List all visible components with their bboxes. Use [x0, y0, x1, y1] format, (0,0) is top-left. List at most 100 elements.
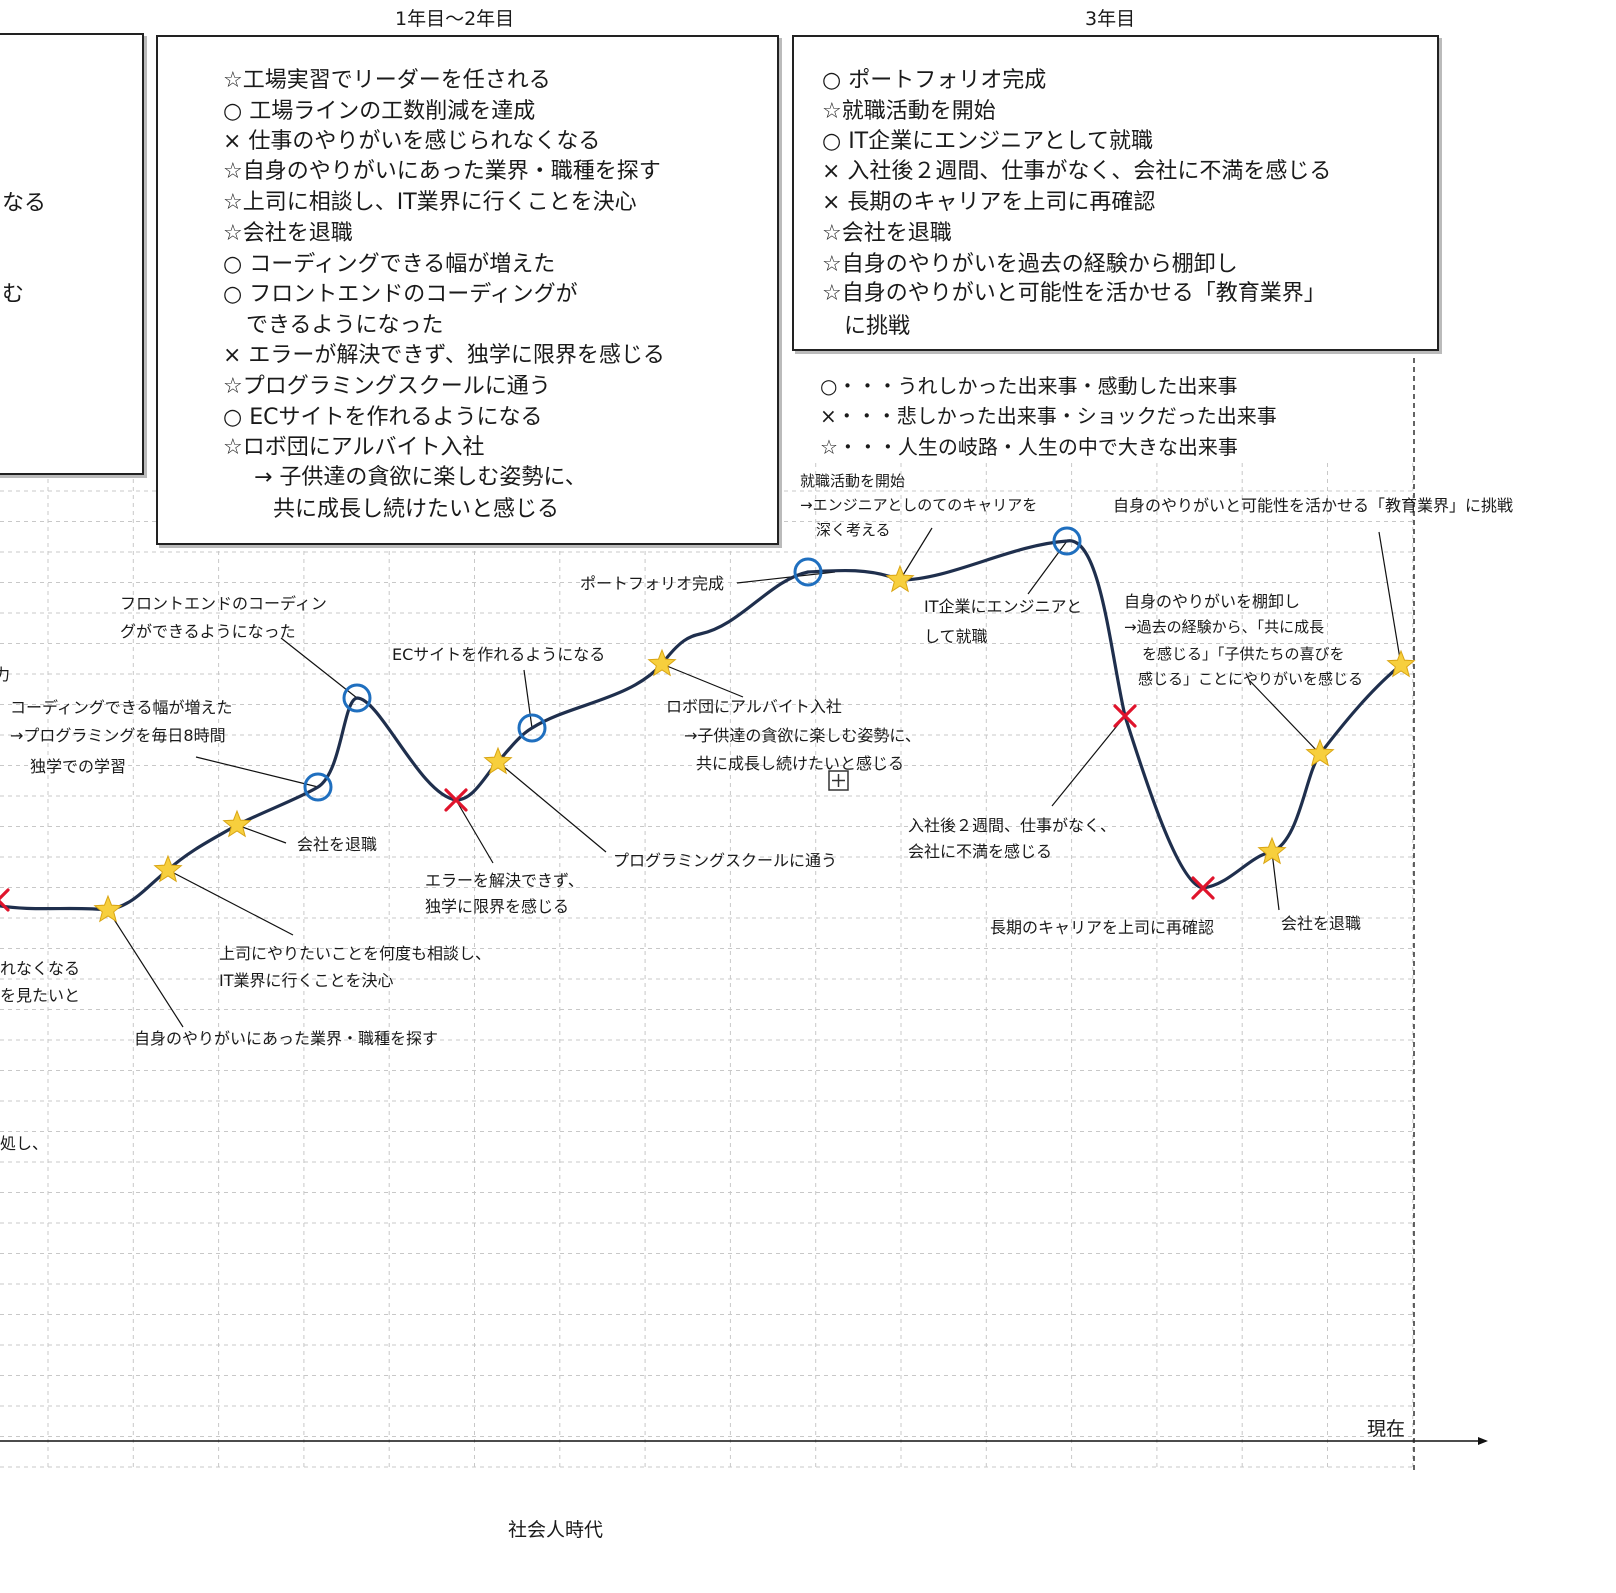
box-line: × エラーが解決できず、独学に限界を感じる [223, 343, 665, 368]
leader-line [661, 663, 744, 698]
annotation-left-fragment: を見たいと [0, 986, 81, 1005]
box-line: ☆工場実習でリーダーを任される [223, 68, 551, 93]
box-years-1-2: ☆工場実習でリーダーを任される ○ 工場ラインの工数削減を達成 × 仕事のやりが… [156, 35, 779, 545]
turning-point-star-icon [483, 746, 513, 775]
box-line: ☆就職活動を開始 [822, 99, 996, 124]
annotation-nyusha-2: 会社に不満を感じる [908, 842, 1053, 861]
box-line: → 子供達の貪欲に楽しむ姿勢に、 [254, 465, 587, 490]
leader-line [1248, 679, 1321, 755]
annotation-left-fragment: れなくなる [0, 959, 81, 978]
annotation-education: 自身のやりがいと可能性を活かせる「教育業界」に挑戦 [1113, 496, 1514, 515]
box-line: できるようになった [246, 313, 444, 338]
annotation-yarigai-sagasu: 自身のやりがいにあった業界・職種を探す [134, 1029, 439, 1048]
leader-line [236, 824, 287, 844]
header-years-1-2: 1年目〜2年目 [395, 8, 515, 30]
turning-point-star-icon [1257, 836, 1287, 865]
box-line: ☆自身のやりがいにあった業界・職種を探す [223, 159, 661, 184]
box-line: ○ フロントエンドのコーディングが [223, 282, 578, 307]
annotation-taishoku-2: 会社を退職 [1281, 914, 1362, 933]
annotation-it-company-1: IT企業にエンジニアと [924, 597, 1083, 616]
legend-sad: ×・・・悲しかった出来事・ショックだった出来事 [820, 404, 1277, 428]
box-line: ☆会社を退職 [822, 221, 952, 246]
event-markers [0, 526, 1416, 923]
annotation-joushi-1: 上司にやりたいことを何度も相談し、 [219, 944, 492, 963]
turning-point-star-icon [222, 809, 252, 838]
turning-point-star-icon [153, 854, 183, 883]
annotation-robodan-3: 共に成長し続けたいと感じる [696, 754, 905, 773]
box-line: なる [2, 191, 47, 216]
box-line: ☆ロボ団にアルバイト入社 [223, 435, 485, 460]
sad-cross-marker [0, 888, 10, 912]
annotation-robodan-2: →子供達の貪欲に楽しむ姿勢に、 [684, 726, 921, 745]
box-line: × 入社後２週間、仕事がなく、会社に不満を感じる [822, 159, 1332, 184]
grid [0, 463, 1414, 1470]
header-year-3: 3年目 [1085, 8, 1136, 30]
x-axis-arrow [1478, 1437, 1488, 1445]
leader-line [736, 571, 836, 584]
annotation-robodan-1: ロボ団にアルバイト入社 [666, 697, 842, 716]
turning-point-star-icon [1386, 649, 1416, 678]
annotation-coding-2: →プログラミングを毎日8時間 [10, 726, 226, 745]
sad-cross-marker [1191, 876, 1215, 900]
turning-point-star-icon [885, 564, 915, 593]
annotation-school: プログラミングスクールに通う [613, 851, 838, 870]
leader-line [1271, 851, 1280, 911]
add-square-icon[interactable] [828, 770, 849, 791]
box-line: ☆上司に相談し、IT業界に行くことを決心 [223, 190, 637, 215]
annotation-tanaoroshi-4: 感じる」ことにやりがいを感じる [1138, 670, 1364, 688]
box-line: × 仕事のやりがいを感じられなくなる [223, 129, 601, 154]
leader-line [1027, 540, 1068, 595]
now-label: 現在 [1367, 1418, 1406, 1440]
box-line: ○ 工場ラインの工数削減を達成 [223, 99, 536, 124]
leader-line [280, 637, 358, 699]
annotation-shukatsu-2: →エンジニアとしのてのキャリアを [800, 496, 1038, 514]
annotation-tanaoroshi-2: →過去の経験から、「共に成長 [1124, 618, 1325, 636]
annotation-coding-1: コーディングできる幅が増えた [10, 698, 233, 717]
leader-line [195, 756, 319, 788]
annotation-tanaoroshi-3: を感じる」「子供たちの喜びを [1142, 645, 1345, 663]
box-line: ☆会社を退職 [223, 221, 353, 246]
annotation-portfolio: ポートフォリオ完成 [580, 574, 725, 593]
box-line: ☆自身のやりがいと可能性を活かせる「教育業界」 [822, 281, 1326, 306]
box-line: ○ ポートフォリオ完成 [822, 68, 1047, 93]
annotation-joushi-2: IT業界に行くことを決心 [219, 971, 394, 990]
turning-point-star-icon [1305, 738, 1335, 767]
leader-line [497, 761, 607, 853]
box-line: に挑戦 [844, 314, 911, 339]
box-line: × 長期のキャリアを上司に再確認 [822, 190, 1156, 215]
period-label-working-adult: 社会人時代 [508, 1519, 604, 1541]
leader-line [167, 869, 294, 936]
leader-line [1051, 715, 1126, 807]
happy-circle-marker [342, 683, 372, 713]
annotation-ec-site: ECサイトを作れるようになる [392, 645, 606, 664]
happy-circle-marker [517, 713, 547, 743]
annotation-coding-3: 独学での学習 [30, 757, 127, 776]
leader-line [455, 799, 494, 864]
annotation-left-fragment: 処し、 [0, 1134, 49, 1153]
legend-happy: ○・・・うれしかった出来事・感動した出来事 [820, 374, 1238, 398]
legend-turning-point: ☆・・・人生の岐路・人生の中で大きな出来事 [820, 435, 1238, 459]
annotation-shukatsu-3: 深く考える [816, 521, 891, 539]
box-line: ☆自身のやりがいを過去の経験から棚卸し [822, 252, 1238, 277]
box-line: ☆プログラミングスクールに通う [223, 374, 551, 399]
box-line: ○ ECサイトを作れるようになる [223, 405, 543, 430]
box-year-3: ○ ポートフォリオ完成 ☆就職活動を開始 ○ IT企業にエンジニアとして就職 ×… [792, 35, 1439, 351]
turning-point-star-icon [93, 894, 123, 923]
annotation-tanaoroshi-1: 自身のやりがいを棚卸し [1124, 592, 1301, 611]
leader-line [1378, 531, 1402, 666]
annotation-frontend-1: フロントエンドのコーディン [120, 594, 327, 613]
annotation-shukatsu-1: 就職活動を開始 [800, 472, 906, 490]
annotation-error-2: 独学に限界を感じる [425, 897, 570, 916]
annotation-frontend-2: グができるようになった [120, 622, 296, 641]
annotation-career: 長期のキャリアを上司に再確認 [990, 918, 1215, 937]
leader-line [899, 527, 933, 581]
turning-point-star-icon [647, 648, 677, 677]
leader-lines [107, 527, 1402, 1028]
left-partial-box: なる む [0, 33, 144, 475]
box-line: 共に成長し続けたいと感じる [273, 497, 560, 522]
sad-cross-marker [1113, 704, 1137, 728]
happy-circle-marker [793, 557, 823, 587]
annotation-it-company-2: して就職 [924, 627, 988, 646]
annotation-left-fragment: 力 [0, 665, 11, 684]
